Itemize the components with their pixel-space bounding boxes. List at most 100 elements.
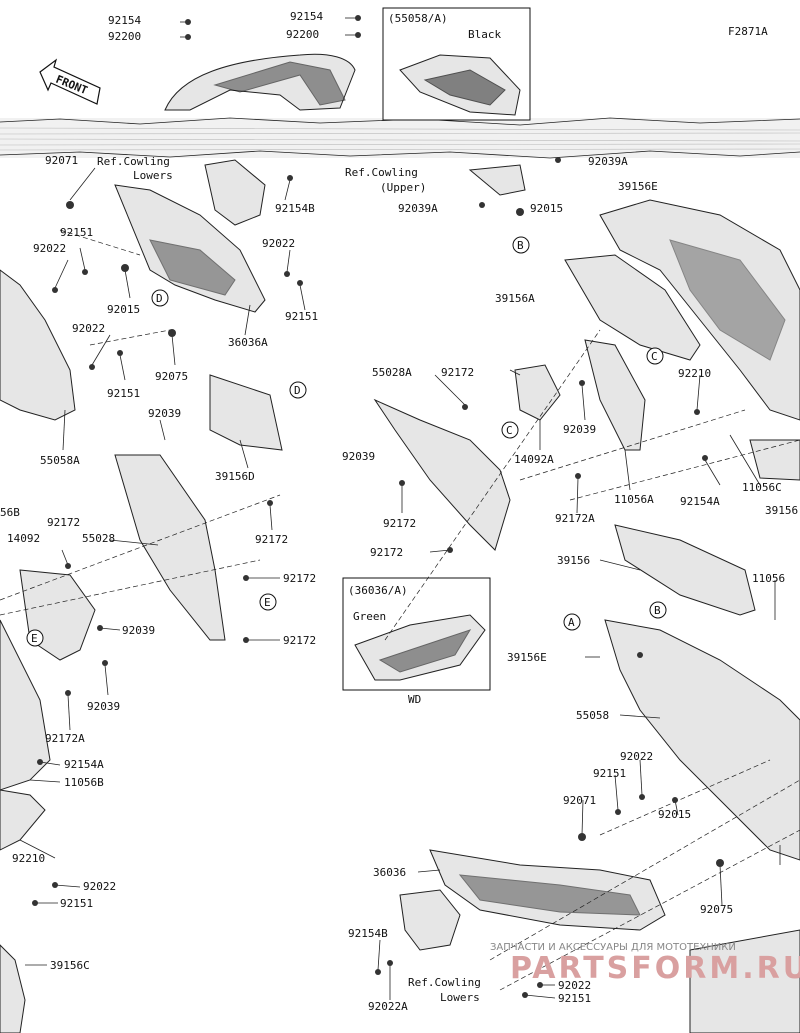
- panel-39156C: [0, 944, 26, 1033]
- panel-39156D: [209, 374, 283, 451]
- part-number-label: 92075: [700, 903, 733, 916]
- part-number-label: 92022: [33, 242, 66, 255]
- ref-circles: D D C C B B A E E: [26, 236, 667, 647]
- part-number-label: 92015: [530, 202, 563, 215]
- circle-A-1: A: [568, 616, 575, 629]
- part-number-label: 36036: [373, 866, 406, 879]
- variant-black-color: Black: [468, 28, 501, 41]
- cowl-55058: [604, 619, 800, 861]
- ref-lowers-top-1: Ref.Cowling: [97, 155, 170, 168]
- circle-B-1: B: [517, 239, 524, 252]
- part-number-label: 92151: [285, 310, 318, 323]
- ref-upper-2: (Upper): [380, 181, 426, 194]
- part-number-label: 92151: [107, 387, 140, 400]
- part-number-label: 92022A: [368, 1000, 408, 1013]
- part-number-label: 92022: [262, 237, 295, 250]
- part-number-label: 92154B: [275, 202, 315, 215]
- part-number-label: 39156C: [50, 959, 90, 972]
- panel-left-bottom: [0, 789, 46, 851]
- part-number-label: 92172A: [555, 512, 595, 525]
- watermark-tagline: ЗАПЧАСТИ И АКСЕССУАРЫ ДЛЯ МОТОТЕХНИКИ: [490, 942, 736, 953]
- part-number-label: 92154B: [348, 927, 388, 940]
- part-number-label: 92200: [286, 28, 319, 41]
- part-number-label: 92154A: [64, 758, 104, 771]
- part-number-label: 92015: [658, 808, 691, 821]
- part-number-label: 92172: [283, 634, 316, 647]
- part-number-label: 92039A: [398, 202, 438, 215]
- side-cowl-right-upper: [599, 199, 800, 421]
- ref-lowers-bottom-2: Lowers: [440, 991, 480, 1004]
- circle-E-1: E: [264, 596, 271, 609]
- ref-upper-1: Ref.Cowling: [345, 166, 418, 179]
- part-number-label: 92039: [148, 407, 181, 420]
- circle-B-2: B: [654, 604, 661, 617]
- part-number-label: 92151: [593, 767, 626, 780]
- part-number-label: 92015: [107, 303, 140, 316]
- panel-55028A: [373, 398, 511, 551]
- part-number-label: 11056C: [742, 481, 782, 494]
- part-number-label: 14092: [7, 532, 40, 545]
- part-number-label: 92172: [255, 533, 288, 546]
- part-number-label: 92172: [383, 517, 416, 530]
- part-number-label: 92039: [122, 624, 155, 637]
- part-labels: 92154 92200 92154 92200 92071 92154B 920…: [0, 10, 798, 1013]
- part-number-label: 56B: [0, 506, 20, 519]
- panel-39156A: [564, 254, 701, 361]
- part-number-label: 39156E: [618, 180, 658, 193]
- part-number-label: 92172: [370, 546, 403, 559]
- part-number-label: 92039: [87, 700, 120, 713]
- part-number-label: 92154: [108, 14, 141, 27]
- part-number-label: 92154A: [680, 495, 720, 508]
- part-number-label: 92039: [563, 423, 596, 436]
- bracket-11056A: [584, 339, 646, 451]
- part-number-label: 92200: [108, 30, 141, 43]
- bracket-14092A: [514, 364, 561, 421]
- panel-left-lower: [0, 619, 51, 791]
- variant-green-color: Green: [353, 610, 386, 623]
- variant-green-footer: WD: [408, 693, 421, 706]
- assembly-dash-lines: [0, 229, 800, 991]
- circle-D-1: D: [156, 292, 163, 305]
- scan-tear-band: [0, 118, 800, 158]
- circle-C-2: C: [506, 424, 513, 437]
- part-number-label: 11056A: [614, 493, 654, 506]
- part-number-label: 11056B: [64, 776, 104, 789]
- part-number-label: 92210: [678, 367, 711, 380]
- part-number-label: 92210: [12, 852, 45, 865]
- part-number-label: 92071: [563, 794, 596, 807]
- part-number-label: 92151: [60, 226, 93, 239]
- part-number-label: 92172: [283, 572, 316, 585]
- part-number-label: 11056: [752, 572, 785, 585]
- panel-39156: [614, 524, 756, 616]
- part-number-label: 92151: [558, 992, 591, 1005]
- part-number-label: 92022: [83, 880, 116, 893]
- part-number-label: 92172: [47, 516, 80, 529]
- circle-D-2: D: [294, 384, 301, 397]
- part-number-label: 55058: [576, 709, 609, 722]
- part-number-label: 14092A: [514, 453, 554, 466]
- variant-green-code: (36036/A): [348, 584, 408, 597]
- part-number-label: 92154: [290, 10, 323, 23]
- variant-black-code: (55058/A): [388, 12, 448, 25]
- bracket-top-left: [204, 159, 266, 226]
- part-number-label: 39156E: [507, 651, 547, 664]
- part-number-label: 92172: [441, 366, 474, 379]
- bracket-lower-center: [399, 889, 461, 951]
- part-number-label: 39156: [765, 504, 798, 517]
- part-number-label: 36036A: [228, 336, 268, 349]
- upper-ref-part: [468, 164, 526, 196]
- part-number-label: 39156A: [495, 292, 535, 305]
- part-number-label: 92022: [620, 750, 653, 763]
- part-number-label: 55028A: [372, 366, 412, 379]
- part-number-label: 92039: [342, 450, 375, 463]
- circle-E-2: E: [31, 632, 38, 645]
- fasteners: [32, 15, 724, 998]
- part-number-label: 92022: [72, 322, 105, 335]
- circle-C-1: C: [651, 350, 658, 363]
- part-number-label: 92039A: [588, 155, 628, 168]
- front-arrow-icon: FRONT: [39, 58, 101, 105]
- part-number-label: 92151: [60, 897, 93, 910]
- watermark-brand: PARTSFORM.RU: [510, 951, 800, 986]
- part-number-label: 92172A: [45, 732, 85, 745]
